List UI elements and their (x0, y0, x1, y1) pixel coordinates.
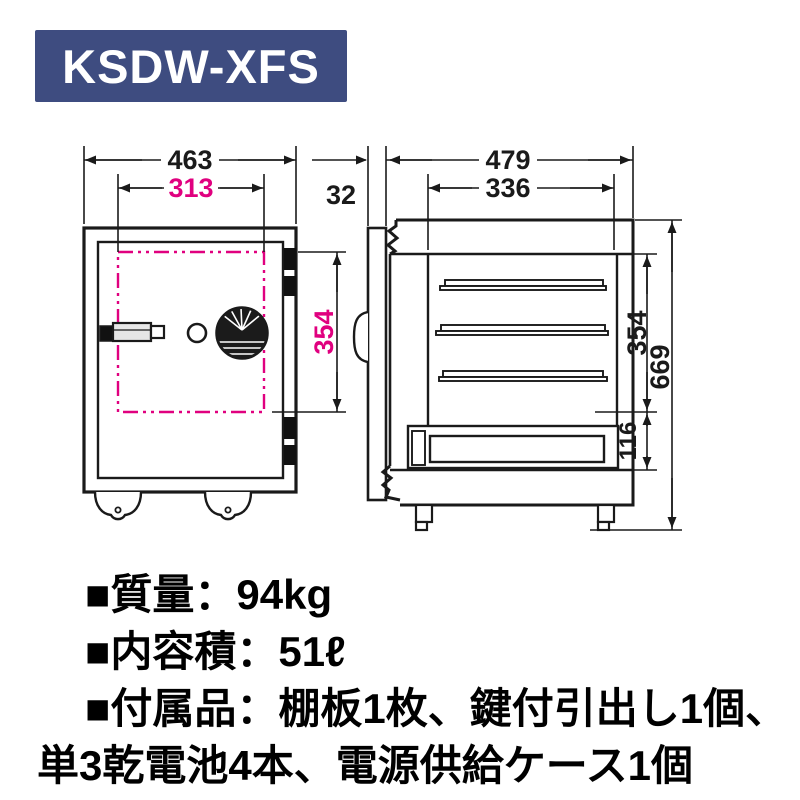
dim-label-depth: 479 (485, 145, 530, 175)
drawer (406, 424, 620, 470)
spec-weight: ■質量：94kg (85, 571, 333, 618)
spec-accessories-line2: 単3乾電池4本、電源供給ケース1個 (37, 742, 693, 790)
hinge-bottom (284, 417, 296, 465)
dim-front-inner-height (272, 251, 346, 413)
keyhole-icon (186, 322, 208, 344)
dial-icon (215, 306, 269, 360)
front-view (82, 145, 346, 521)
dim-drawer-height (633, 412, 657, 471)
model-name: KSDW-XFS (62, 39, 320, 93)
dim-label-drawer-height: 116 (615, 422, 642, 461)
shelf-2 (435, 324, 609, 336)
shelf-1 (439, 279, 607, 291)
side-foot-right (596, 503, 616, 532)
side-view (312, 145, 682, 532)
spec-capacity: ■内容積：51ℓ (85, 628, 346, 676)
dim-label-inner-depth: 336 (485, 173, 530, 203)
dim-label-side-inner-height: 354 (622, 310, 652, 355)
dim-inner-depth (427, 173, 615, 250)
handle (99, 321, 166, 343)
shelf-3 (438, 370, 608, 382)
dim-front-inner-width (117, 173, 265, 252)
dim-label-door-thickness: 32 (326, 180, 356, 210)
side-door-handle (352, 310, 369, 364)
dim-label-front-inner-width: 313 (168, 173, 213, 203)
side-body-outline (380, 218, 635, 507)
dim-label-front-width: 463 (167, 145, 212, 175)
technical-drawing: 463 313 354 32 479 336 354 116 669 (82, 145, 682, 532)
side-door (366, 226, 388, 502)
dim-depth (386, 145, 634, 218)
dim-label-overall-height: 669 (645, 344, 675, 389)
spec-text-block: ■質量：94kg ■内容積：51ℓ ■付属品：棚板1枚、鍵付引出し1個、 単3乾… (0, 566, 800, 794)
front-foot-right (203, 491, 253, 521)
dim-label-front-inner-height: 354 (309, 309, 339, 354)
hinge-top (284, 248, 296, 296)
side-foot-left (414, 503, 434, 532)
spec-accessories-line1: ■付属品：棚板1枚、鍵付引出し1個、 (85, 685, 788, 733)
front-door (96, 240, 285, 480)
front-foot-left (93, 491, 143, 521)
model-name-badge: KSDW-XFS (35, 30, 347, 102)
dim-front-width (83, 145, 297, 224)
dim-overall-height (590, 219, 682, 531)
